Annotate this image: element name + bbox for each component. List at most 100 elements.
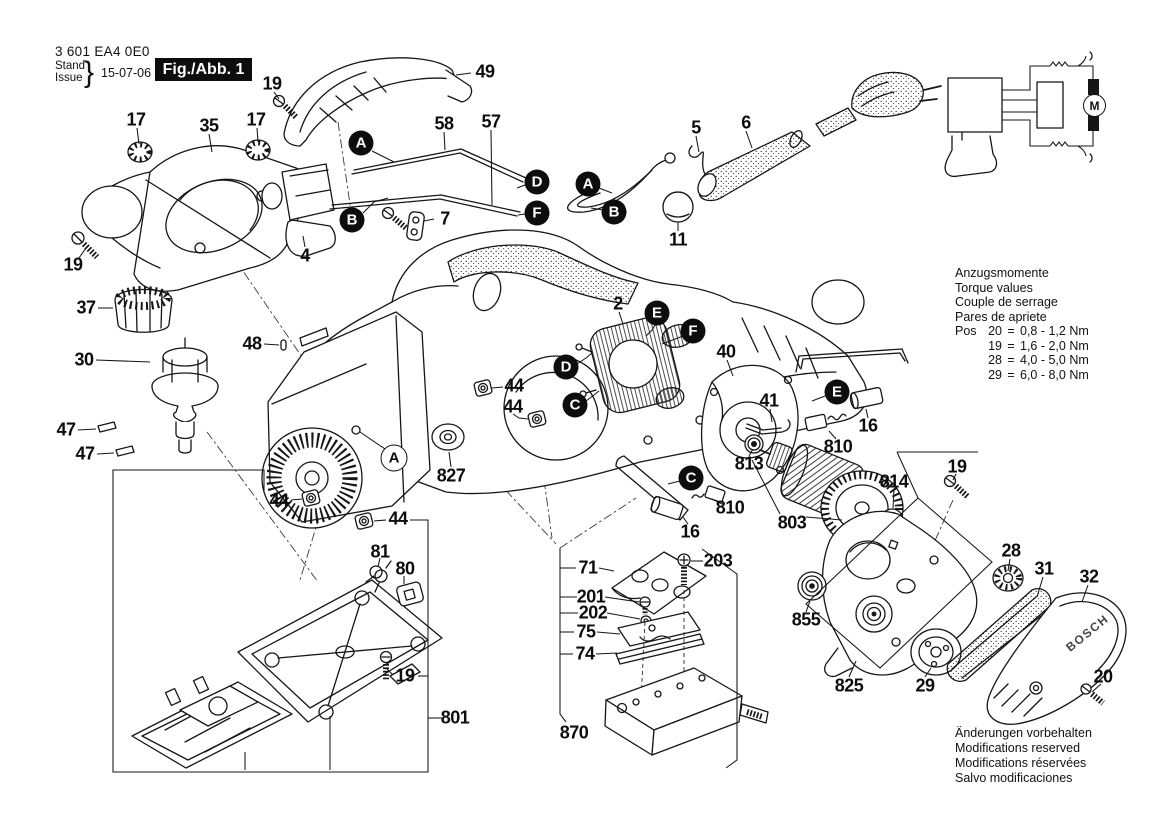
- part-callout-44-33: 44: [388, 508, 408, 529]
- ref-letter-F-7: F: [680, 318, 706, 344]
- part-callout-71-36: 71: [578, 557, 598, 578]
- part-870-cutter-drum: [604, 590, 769, 756]
- brush-set-lower: [615, 455, 726, 521]
- part-callout-81-34: 81: [370, 541, 390, 562]
- torque-row-28: 28=4,0 - 5,0 Nm: [988, 353, 1089, 367]
- note-line: Modifications reserved: [955, 741, 1081, 755]
- part-callout-41-18: 41: [759, 390, 779, 411]
- part-801-front-shoe: [131, 675, 293, 769]
- part-callout-810-27: 810: [715, 497, 745, 518]
- part-callout-202-39: 202: [578, 602, 608, 623]
- part-201-screw: [639, 596, 651, 615]
- part-58-rod: [351, 148, 527, 183]
- part-callout-32-50: 32: [1079, 566, 1099, 587]
- part-41-clip: [745, 419, 791, 435]
- part-7-block: [381, 206, 425, 241]
- part-19-screw-left: [71, 231, 100, 260]
- ref-letter-E-10: E: [824, 379, 850, 405]
- part-callout-803-29: 803: [777, 512, 807, 533]
- part-callout-40-17: 40: [716, 341, 736, 362]
- part-callout-30-15: 30: [74, 349, 94, 370]
- torque-row-29: 29=6,0 - 8,0 Nm: [988, 367, 1089, 382]
- brush-set-right: [795, 348, 909, 432]
- group-870-bracket: [559, 548, 738, 769]
- torque-row-19: 19=1,6 - 2,0 Nm: [988, 338, 1089, 353]
- part-callout-80-35: 80: [395, 558, 415, 579]
- part-callout-11-9: 11: [668, 229, 688, 250]
- ref-letter-D-8: D: [553, 354, 579, 380]
- part-callout-16-28: 16: [680, 521, 700, 542]
- part-callout-801-43: 801: [440, 707, 470, 728]
- part-callout-75-40: 75: [576, 621, 596, 642]
- part-callout-47-24: 47: [75, 443, 95, 464]
- part-callout-20-51: 20: [1093, 666, 1113, 687]
- part-30-depth-knob: [151, 337, 219, 454]
- torque-heading-line: Couple de serrage: [955, 295, 1058, 309]
- part-callout-31-49: 31: [1034, 558, 1054, 579]
- part-callout-16-21: 16: [858, 415, 878, 436]
- torque-heading-line: Torque values: [955, 280, 1033, 295]
- part-callout-855-45: 855: [791, 609, 821, 630]
- part-6-cord: [697, 71, 942, 202]
- part-callout-201-38: 201: [576, 586, 606, 607]
- part-75-tension-plate: [617, 611, 701, 647]
- part-callout-47-23: 47: [56, 419, 76, 440]
- part-callout-827-25: 827: [436, 465, 466, 486]
- part-callout-48-14: 48: [242, 333, 262, 354]
- ref-letter-C-11: C: [678, 465, 704, 491]
- ref-letter-B-5: B: [601, 199, 627, 225]
- note-line: Änderungen vorbehalten: [955, 726, 1092, 740]
- part-callout-17-3: 17: [246, 109, 266, 130]
- figure-label: Fig./Abb. 1: [155, 58, 252, 81]
- part-callout-2-16: 2: [613, 293, 623, 314]
- part-callout-37-13: 37: [76, 297, 96, 318]
- part-callout-19-0: 19: [262, 73, 282, 94]
- part-37-knob: [114, 286, 173, 333]
- part-callout-19-31: 19: [947, 456, 967, 477]
- part-callout-4-11: 4: [300, 245, 310, 266]
- ref-letter-E-6: E: [644, 300, 670, 326]
- part-callout-19-12: 19: [63, 254, 83, 275]
- part-callout-870-44: 870: [559, 722, 589, 743]
- part-callout-825-46: 825: [834, 675, 864, 696]
- part-827-roller: [431, 423, 465, 451]
- part-17-cap-left: [127, 141, 153, 163]
- part-47-keys: [97, 421, 135, 457]
- ref-letter-D-2: D: [524, 169, 550, 195]
- part-callout-44-19: 44: [504, 375, 524, 396]
- part-74-blade: [615, 633, 705, 665]
- part-callout-28-48: 28: [1001, 540, 1021, 561]
- part-19-screw-top: [272, 94, 300, 121]
- ref-letter-A-4: A: [575, 171, 601, 197]
- part-32-belt-cover: [986, 592, 1127, 725]
- part-49-top-cover: [283, 57, 473, 147]
- ref-letter-F-3: F: [524, 200, 550, 226]
- part-855-bearing: [797, 571, 827, 601]
- part-4-switch: [261, 163, 336, 257]
- part-callout-5-7: 5: [691, 117, 701, 138]
- note-line: Salvo modificaciones: [955, 771, 1073, 785]
- group-801-bracket: [112, 469, 442, 773]
- wiring-diagram: [944, 51, 1099, 178]
- group-825-bracket: [805, 451, 993, 669]
- part-callout-19-42: 19: [395, 665, 415, 686]
- ref-letter-A-0: A: [348, 130, 374, 156]
- part-callout-44-20: 44: [503, 396, 523, 417]
- ref-letter-B-1: B: [339, 207, 365, 233]
- note-line: Modifications réservées: [955, 756, 1087, 770]
- part-callout-17-1: 17: [126, 109, 146, 130]
- part-813-bearing: [744, 434, 764, 454]
- part-callout-57-6: 57: [481, 111, 501, 132]
- issue-date: 15-07-06: [101, 66, 152, 80]
- part-callout-44-32: 44: [269, 490, 289, 511]
- part-19-screw-base: [379, 650, 393, 680]
- part-80-roller-holder: [396, 581, 424, 607]
- part-17-cap-right: [245, 139, 271, 161]
- part-2-stator: [575, 316, 695, 414]
